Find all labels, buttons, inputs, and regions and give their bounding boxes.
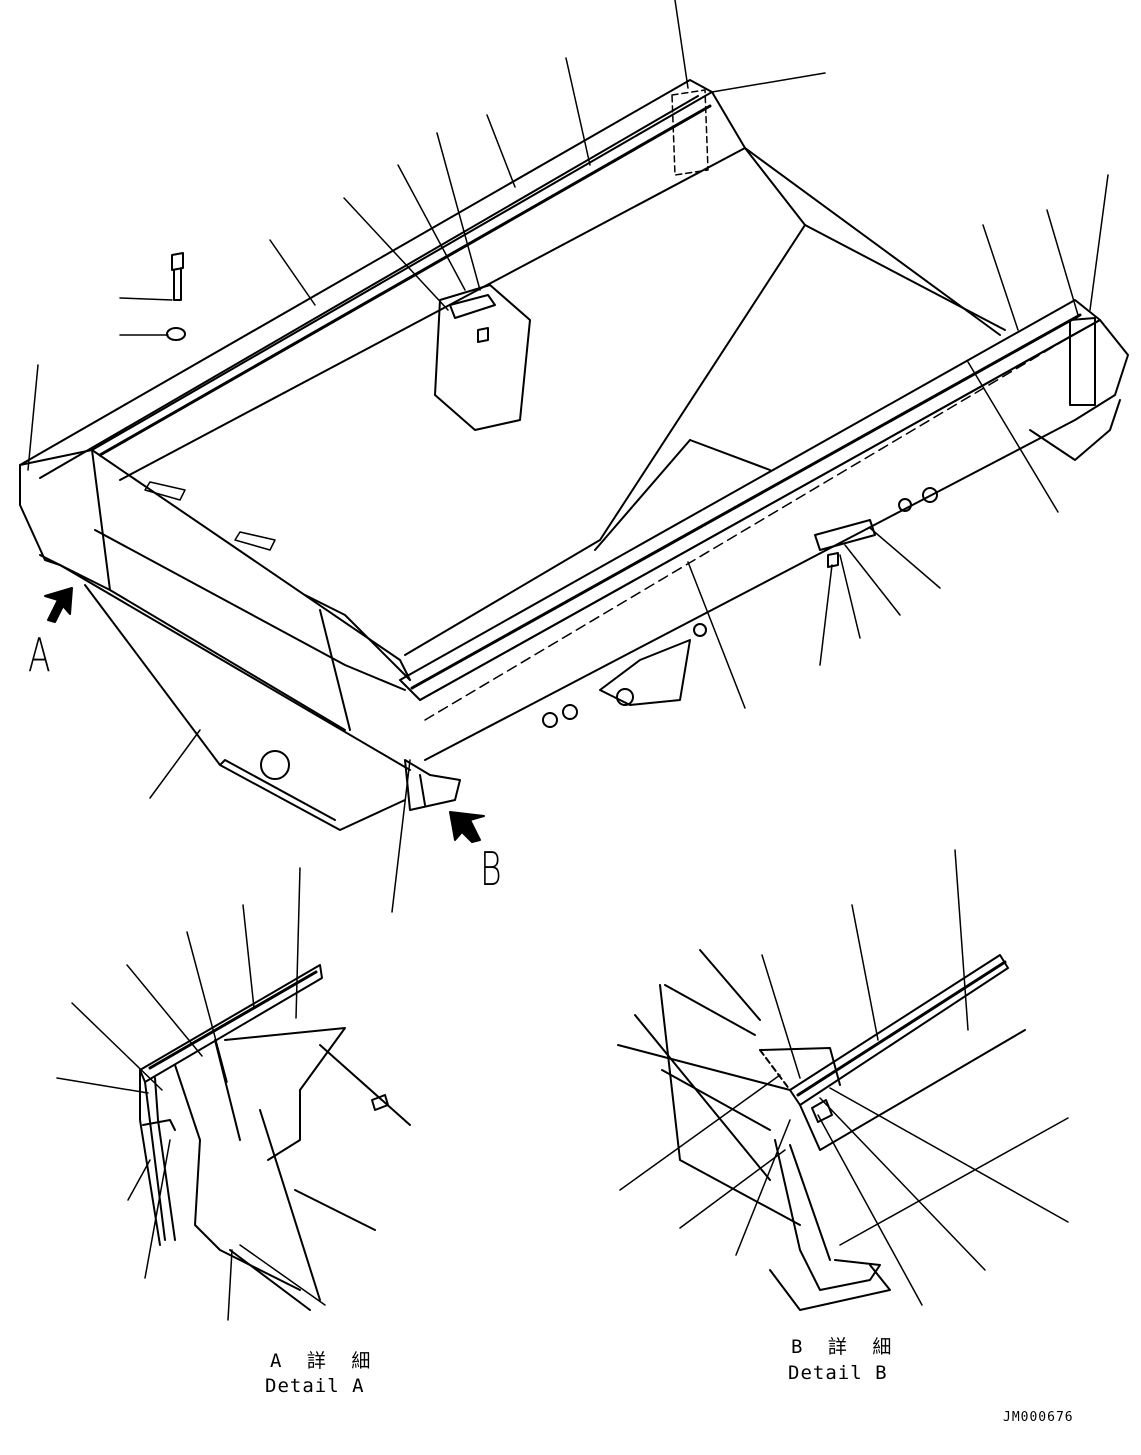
- detail-b-title-en: Detail B: [788, 1362, 888, 1384]
- detail-a-drawing: [139, 964, 411, 1311]
- detail-a-title-jp: A 詳 細: [270, 1350, 378, 1372]
- bolt: [171, 252, 184, 301]
- front-wall: [19, 464, 411, 771]
- washer: [166, 327, 186, 341]
- view-arrow-a: [44, 587, 73, 623]
- detail-b-title-jp: B 詳 細: [791, 1336, 899, 1358]
- detail-b-drawing: [617, 949, 1026, 1311]
- detail-b-leader-lines: [619, 849, 1069, 1306]
- underside-port: [260, 750, 290, 780]
- main-view-leader-lines: [27, 0, 1109, 913]
- document-id: JM000676: [1003, 1410, 1074, 1425]
- detail-a-title-en: Detail A: [265, 1375, 365, 1397]
- detail-a-leader-lines: [56, 867, 326, 1321]
- view-arrow-b: [449, 811, 485, 843]
- view-marker-b: B: [480, 842, 502, 896]
- left-side-rail: [19, 79, 713, 466]
- dump-body-main-view: [19, 79, 1129, 843]
- view-marker-a: A: [28, 628, 51, 682]
